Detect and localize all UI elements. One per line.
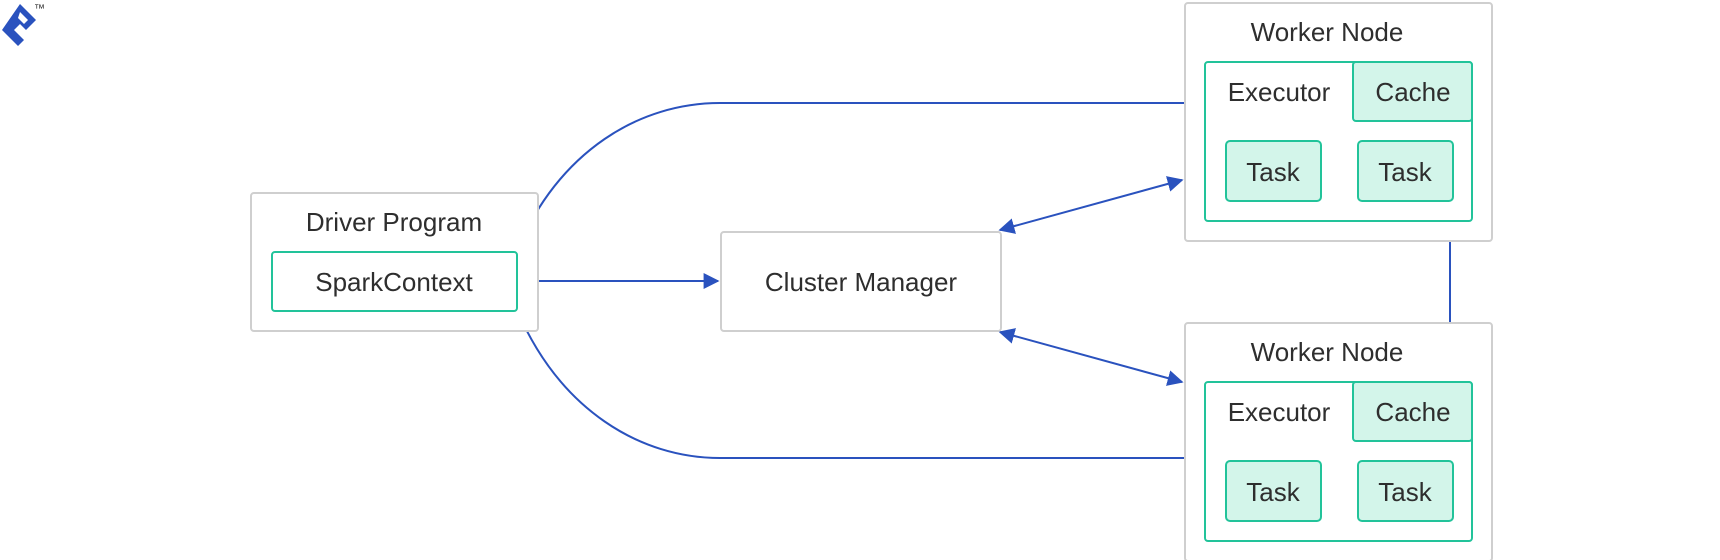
task-box bbox=[1225, 140, 1322, 202]
task-box bbox=[1357, 140, 1454, 202]
executor-label: Executor bbox=[1228, 77, 1331, 107]
cluster-manager: Cluster Manager bbox=[720, 231, 1002, 332]
worker-node-1: Worker Node Executor Cache Task Task bbox=[1184, 2, 1493, 242]
arrow-cluster-manager-worker-2 bbox=[998, 328, 1184, 386]
task-box bbox=[1225, 460, 1322, 522]
driver-program: Driver Program SparkContext bbox=[250, 192, 539, 332]
task-label: Task bbox=[1378, 477, 1432, 507]
cache-box bbox=[1352, 381, 1473, 442]
sparkcontext-box bbox=[271, 251, 518, 312]
arrow-cluster-manager-worker-1 bbox=[998, 176, 1184, 234]
worker-node-title: Worker Node bbox=[1251, 337, 1404, 367]
cache-label: Cache bbox=[1375, 77, 1450, 107]
task-label: Task bbox=[1246, 157, 1300, 187]
cache-label: Cache bbox=[1375, 397, 1450, 427]
arrow-driver-to-worker-1 bbox=[515, 95, 1204, 252]
trademark-symbol: ™ bbox=[34, 3, 45, 15]
cluster-manager-label: Cluster Manager bbox=[765, 267, 958, 297]
toptal-logo-icon bbox=[2, 4, 36, 46]
driver-program-title: Driver Program bbox=[306, 207, 482, 237]
task-box bbox=[1357, 460, 1454, 522]
sparkcontext-label: SparkContext bbox=[315, 267, 473, 297]
executor-label: Executor bbox=[1228, 397, 1331, 427]
logo: ™ bbox=[2, 3, 45, 46]
cache-box bbox=[1352, 61, 1473, 122]
task-label: Task bbox=[1378, 157, 1432, 187]
worker-node-title: Worker Node bbox=[1251, 17, 1404, 47]
worker-node-2: Worker Node Executor Cache Task Task bbox=[1184, 322, 1493, 560]
arrow-driver-to-worker-2 bbox=[515, 308, 1204, 466]
task-label: Task bbox=[1246, 477, 1300, 507]
cluster-manager-box bbox=[720, 231, 1002, 332]
